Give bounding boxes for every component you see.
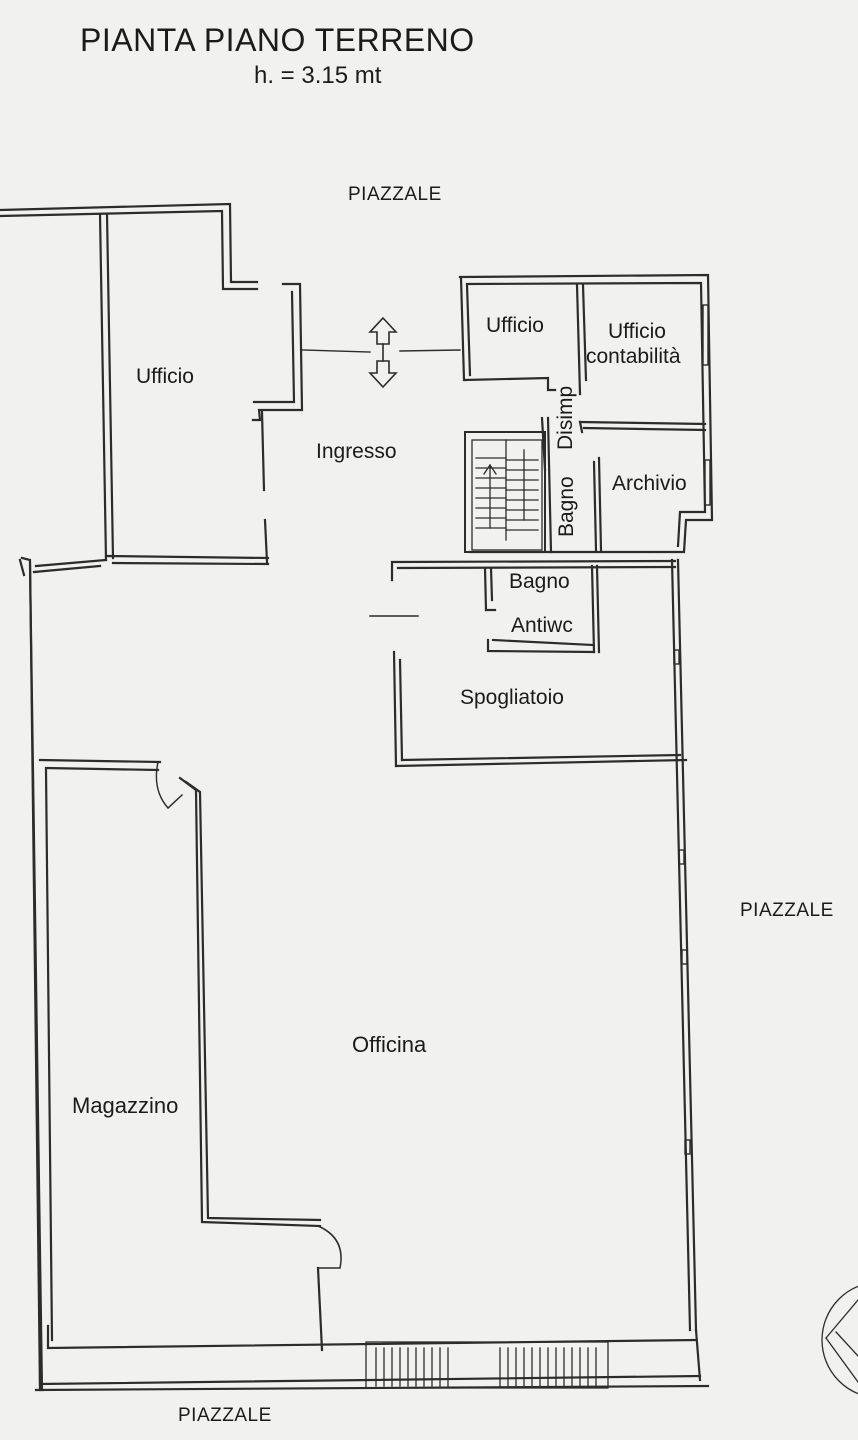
room-label-ufficio-left: Ufficio [136, 365, 194, 388]
plan-title: PIANTA PIANO TERRENO [80, 22, 475, 58]
entrance-threshold [301, 349, 461, 353]
room-label-ufficio-contabilita-2: contabilità [586, 345, 681, 368]
wall-magazzino [38, 758, 342, 1352]
wall-left-exterior [18, 556, 108, 1392]
wall-bottom [34, 1324, 710, 1392]
room-label-bagno-vertical: Bagno [555, 476, 578, 537]
entrance-steps [365, 1341, 609, 1389]
entrance-arrow [368, 316, 398, 389]
wall-office-block [458, 273, 714, 554]
wall-top-left [0, 202, 259, 291]
room-label-bagno: Bagno [509, 570, 570, 593]
staircase [464, 431, 546, 553]
room-label-spogliatoio: Spogliatoio [460, 686, 564, 709]
room-label-ingresso: Ingresso [316, 440, 397, 463]
piazzale-top-label: PIAZZALE [348, 184, 442, 205]
room-label-disimp: Disimp [554, 385, 577, 450]
room-label-ufficio-contabilita-1: Ufficio [608, 320, 666, 343]
wall-service-block [369, 559, 688, 768]
piazzale-bottom-label: PIAZZALE [178, 1405, 272, 1426]
room-label-archivio: Archivio [612, 472, 687, 495]
wall-right-exterior [670, 558, 698, 1332]
room-label-officina: Officina [352, 1032, 427, 1057]
room-label-antiwc: Antiwc [511, 614, 573, 637]
room-label-ufficio-small: Ufficio [486, 314, 544, 337]
piazzale-right-label: PIAZZALE [740, 900, 834, 921]
compass-rose [821, 1285, 858, 1395]
room-label-magazzino: Magazzino [72, 1093, 179, 1118]
wall-ufficio-left [98, 212, 304, 566]
height-note: h. = 3.15 mt [254, 62, 382, 89]
